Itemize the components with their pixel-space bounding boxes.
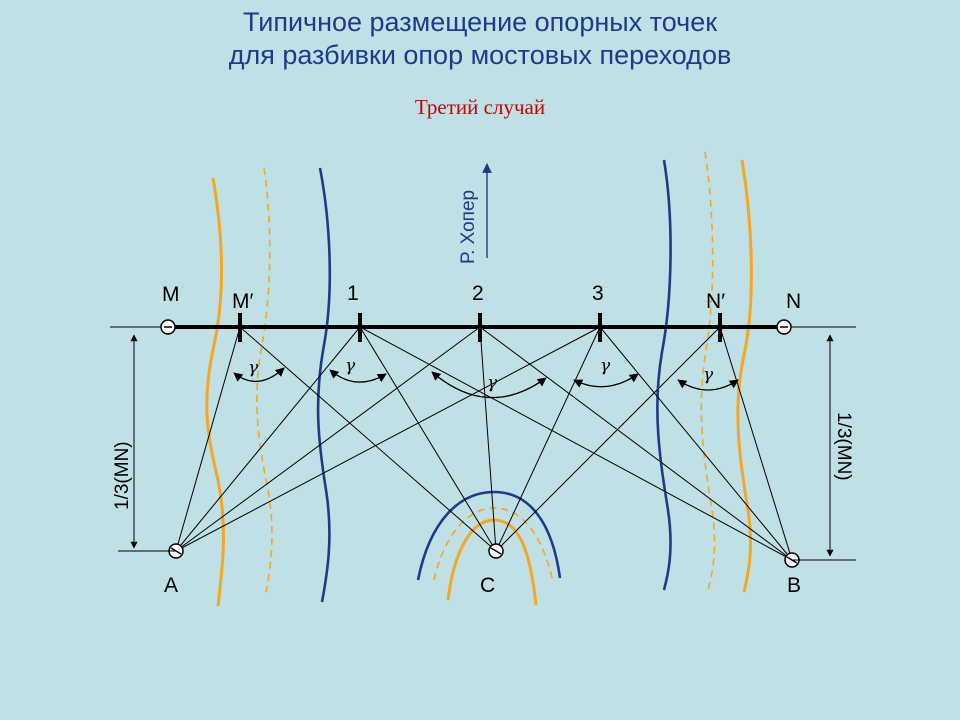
label-b: B — [787, 574, 801, 597]
angle-arc-m-prime — [233, 367, 285, 382]
title-line-1: Типичное размещение опорных точек — [242, 7, 718, 37]
sight-lines-from-a — [175, 326, 601, 552]
sight-lines-from-b — [359, 326, 793, 561]
left-bank-dashed-line — [256, 167, 273, 593]
sight-lines-from-c — [239, 326, 721, 552]
right-dimension: 1/3(MN) — [792, 334, 856, 561]
angle-arc-1 — [329, 369, 387, 383]
angle-label-3: γ — [600, 356, 611, 376]
angle-arc-3 — [573, 373, 639, 388]
label-n-prime: N′ — [706, 290, 725, 313]
angle-label-m-prime: γ — [248, 358, 259, 378]
river-annotation: Р. Хопер — [458, 163, 492, 264]
right-dimension-label: 1/3(MN) — [833, 412, 854, 481]
angle-label-2: γ — [487, 373, 498, 393]
angle-label-n-prime: γ — [703, 365, 714, 385]
left-dimension: 1/3(MN) — [112, 334, 176, 552]
label-a: A — [164, 574, 178, 597]
left-dimension-label: 1/3(MN) — [112, 441, 133, 510]
title-line-2: для разбивки опор мостовых переходов — [228, 40, 732, 70]
angle-label-1: γ — [345, 356, 356, 376]
center-water-edge-line — [416, 490, 562, 581]
center-bank-dashed-line — [433, 507, 553, 581]
label-m-prime: M′ — [232, 290, 253, 313]
right-bank-line — [736, 159, 753, 593]
river-label: Р. Хопер — [458, 190, 479, 264]
page-title: Типичное размещение опорных точек для ра… — [0, 6, 960, 72]
label-2: 2 — [472, 282, 484, 305]
left-bank-line — [205, 177, 225, 607]
angle-arc-2 — [431, 371, 547, 399]
label-c: C — [480, 574, 495, 597]
subtitle: Третий случай — [414, 95, 546, 119]
point-n-marker — [776, 319, 792, 335]
point-m-marker — [160, 319, 176, 335]
left-water-edge-line — [316, 167, 332, 603]
right-water-edge-line — [656, 159, 672, 591]
label-m: M — [162, 283, 180, 306]
right-bank-dashed-line — [700, 151, 716, 591]
angle-arc-n-prime — [677, 379, 739, 391]
label-n: N — [786, 290, 801, 313]
point-c-marker — [488, 543, 504, 559]
label-3: 3 — [592, 282, 604, 305]
label-1: 1 — [347, 282, 359, 305]
